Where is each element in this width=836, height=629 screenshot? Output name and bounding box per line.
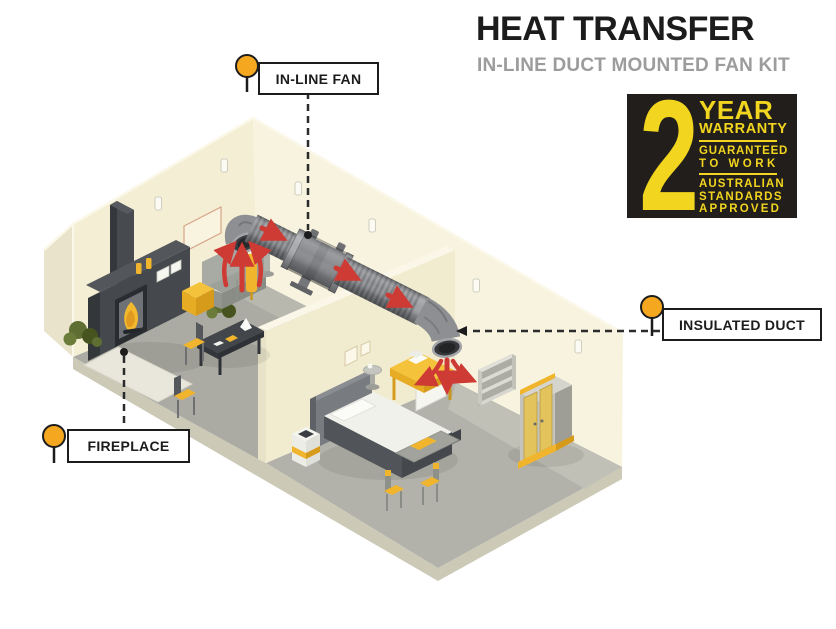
duct-outlet-elbow: [413, 297, 463, 358]
heat-arrows: [213, 218, 478, 396]
callout-label-inline-fan: IN-LINE FAN: [258, 62, 379, 95]
picture-frame: [183, 206, 222, 253]
bush: [63, 321, 102, 347]
fire-flame-inner: [126, 310, 135, 328]
warranty-badge-number: 2: [639, 68, 699, 244]
warranty-badge: 2 YEAR WARRANTY GUARANTEED TO WORK AUSTR…: [627, 68, 797, 244]
bed-frame: [324, 416, 402, 478]
sideboard: [182, 282, 214, 316]
laundry-hamper: [292, 427, 320, 467]
bedside-stool: [363, 363, 382, 390]
dividing-wall-end-edge: [258, 327, 266, 463]
warranty-warranty: WARRANTY: [699, 121, 788, 138]
callout-label-fireplace: FIREPLACE: [67, 429, 190, 463]
warranty-approved: APPROVED: [699, 203, 782, 216]
wardrobe-door: [523, 391, 538, 461]
badge-divider: [699, 140, 777, 143]
mantel-items: [136, 258, 182, 283]
heat-arrow-flow-icon: [333, 258, 362, 281]
warranty-badge-text: YEAR WARRANTY GUARANTEED TO WORK AUSTRAL…: [699, 96, 788, 216]
callout-text: IN-LINE FAN: [275, 70, 362, 87]
page-title: HEAT TRANSFER: [476, 10, 755, 48]
pillow: [328, 398, 378, 422]
bedroom-chair: [420, 462, 440, 505]
heat-arrow-flow-icon: [385, 285, 414, 308]
wall-sconce: [154, 158, 582, 354]
callout-text: FIREPLACE: [87, 438, 170, 454]
bedroom-chair: [384, 470, 404, 511]
leader-arrowhead-insulated-duct: [456, 326, 467, 336]
heat-arrow-down-icon: [413, 358, 444, 387]
warranty-standards: STANDARDS: [699, 190, 783, 203]
wall-top-edge-highlight: [43, 116, 624, 335]
dining-chair: [174, 375, 196, 418]
leader-dot-fireplace: [120, 348, 128, 356]
callout-text: INSULATED DUCT: [678, 316, 806, 333]
fire-log: [123, 328, 141, 334]
wardrobe: [518, 373, 574, 469]
dining-chair: [183, 322, 205, 365]
paper-crane: [240, 318, 252, 331]
fireplace-side: [88, 292, 100, 361]
fireplace: [63, 201, 236, 403]
shelf-unit: [478, 354, 516, 406]
small-picture-frame: [344, 345, 358, 367]
warranty-guaranteed: GUARANTEED: [699, 145, 789, 158]
badge-divider: [699, 173, 777, 176]
callout-label-insulated-duct: INSULATED DUCT: [662, 308, 822, 341]
hearth-rug: [82, 346, 194, 403]
coffee-table: [197, 318, 264, 375]
warranty-to-work: TO WORK: [699, 157, 779, 170]
warranty-australian: AUSTRALIAN: [699, 178, 785, 191]
callout-marker-icon: [42, 424, 66, 448]
small-picture-frame: [360, 340, 371, 357]
wardrobe-door: [539, 383, 553, 453]
page-subtitle: IN-LINE DUCT MOUNTED FAN KIT: [477, 55, 790, 76]
laptop: [408, 354, 428, 364]
leader-dot-inline-fan: [304, 231, 312, 239]
leader-lines: [52, 70, 660, 463]
exterior-wall-left: [44, 224, 73, 357]
heat-arrow-up-icon: [248, 240, 272, 288]
callout-marker-icon: [235, 54, 259, 78]
warranty-year: YEAR: [699, 95, 774, 126]
callout-marker-icon: [640, 295, 664, 319]
bedroom-rug: [394, 430, 461, 463]
heat-arrow-down-icon: [450, 358, 478, 384]
heat-arrow-flow-icon: [259, 218, 288, 241]
